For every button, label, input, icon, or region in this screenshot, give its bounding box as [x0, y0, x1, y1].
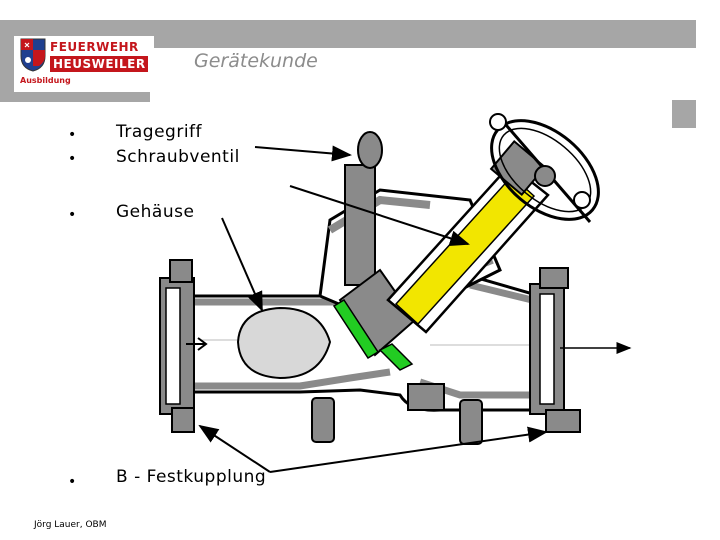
left-coupling	[159, 259, 208, 433]
page-title: Gerätekunde	[194, 50, 318, 72]
logo-text-heusweiler: HEUSWEILER	[50, 56, 148, 72]
label-b-festkupplung: B - Festkupplung	[116, 467, 267, 487]
label-gehaeuse: Gehäuse	[116, 202, 195, 222]
bullet-marker: •	[68, 207, 77, 223]
support-leg	[459, 399, 483, 445]
drain-plug	[407, 383, 445, 411]
handwheel	[489, 113, 600, 223]
logo-text-feuerwehr: FEUERWEHR	[50, 40, 139, 54]
bullet-marker: •	[68, 151, 77, 167]
logo: FEUERWEHR HEUSWEILER Ausbildung	[14, 36, 154, 92]
right-coupling	[529, 267, 632, 433]
support-leg	[311, 397, 335, 443]
valve-spindle	[386, 139, 550, 334]
arrow-festkupplung-right	[269, 426, 548, 473]
footer-author: Jörg Lauer, OBM	[34, 520, 107, 530]
arrow-festkupplung-left	[198, 424, 271, 473]
bullet-marker: •	[68, 474, 77, 490]
label-tragegriff: Tragegriff	[116, 122, 203, 142]
arrow-schraubventil	[289, 185, 470, 247]
label-schraubventil: Schraubventil	[116, 147, 240, 167]
bullet-marker: •	[68, 127, 77, 143]
coat-of-arms-icon	[20, 38, 46, 72]
header-band-top	[150, 20, 696, 48]
check-ball	[236, 306, 332, 380]
arrow-gehaeuse	[221, 217, 263, 312]
logo-text-ausbildung: Ausbildung	[20, 76, 71, 85]
arrow-tragegriff	[254, 145, 352, 162]
header-band-right	[672, 100, 696, 128]
